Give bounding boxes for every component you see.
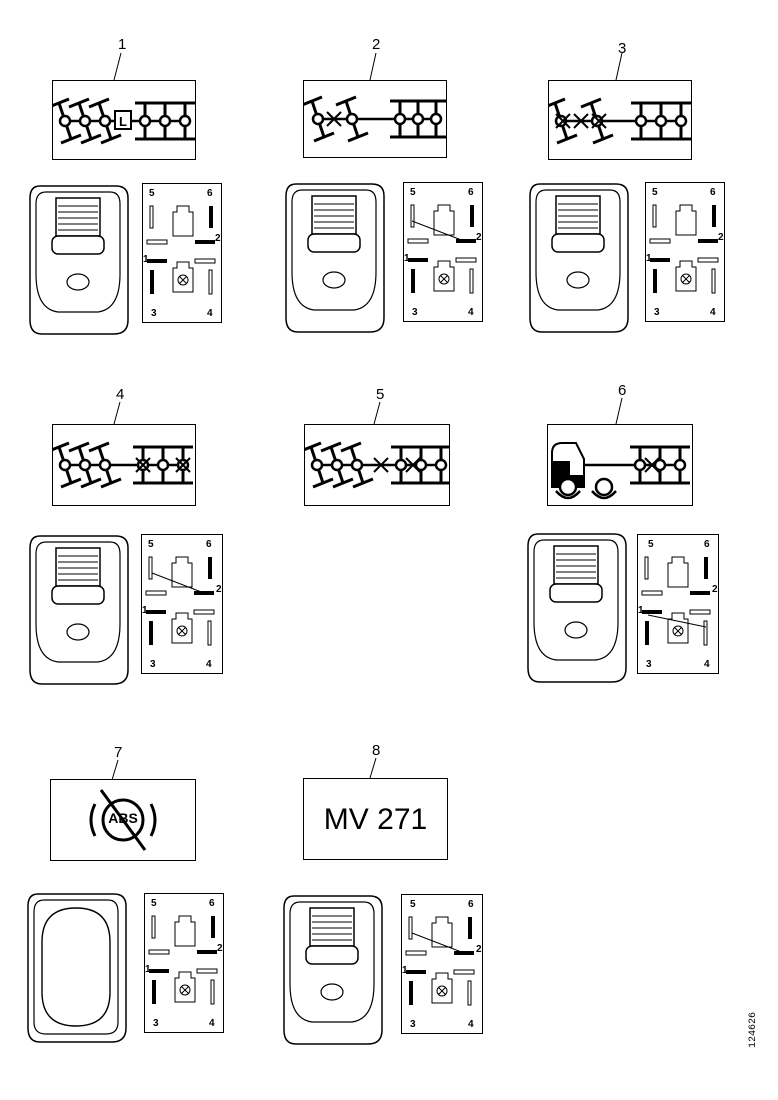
pin-label-4: 4 [207, 308, 213, 319]
pin-label-4: 4 [704, 659, 710, 670]
pin-label-3: 3 [654, 307, 660, 318]
callout-7: 7 [114, 744, 123, 761]
axle-diff-lock-symbol-icon [300, 95, 448, 143]
callout-6: 6 [618, 382, 627, 399]
axle-lift-symbol-icon: L [47, 97, 197, 145]
pin-label-6: 6 [209, 898, 215, 909]
pin-diagram-3: 5 6 2 1 3 4 [645, 182, 725, 322]
pin-label-4: 4 [209, 1018, 215, 1029]
callout-3: 3 [618, 40, 627, 57]
symbol-label-4 [47, 424, 196, 506]
rocker-switch-4 [29, 535, 129, 685]
pin-label-2: 2 [217, 943, 223, 954]
callout-4: 4 [116, 386, 125, 403]
pin-label-6: 6 [710, 187, 716, 198]
pin-label-2: 2 [476, 232, 482, 243]
pin-label-5: 5 [149, 188, 155, 199]
callout-2: 2 [372, 36, 381, 53]
blank-switch-7 [27, 893, 127, 1043]
pin-label-1: 1 [638, 605, 644, 616]
pin-label-3: 3 [151, 308, 157, 319]
pin-label-6: 6 [207, 188, 213, 199]
pin-label-3: 3 [153, 1018, 159, 1029]
rocker-switch-3 [529, 183, 629, 333]
pin-label-4: 4 [468, 307, 474, 318]
pin-diagram-8: 5 6 2 1 3 4 [401, 894, 483, 1034]
pin-label-5: 5 [151, 898, 157, 909]
pin-label-5: 5 [652, 187, 658, 198]
symbol-label-8: MV 271 [303, 778, 448, 860]
pin-label-3: 3 [412, 307, 418, 318]
drawing-number: 124626 [748, 1011, 759, 1048]
pin-label-2: 2 [718, 232, 724, 243]
pin-label-3: 3 [646, 659, 652, 670]
pin-label-2: 2 [476, 944, 482, 955]
svg-text:L: L [119, 114, 127, 129]
pin-label-1: 1 [402, 965, 408, 976]
pin-label-1: 1 [404, 253, 410, 264]
pin-diagram-2: 5 6 2 1 3 4 [403, 182, 483, 322]
rocker-switch-2 [285, 183, 385, 333]
callout-1: 1 [118, 36, 127, 53]
pin-label-4: 4 [710, 307, 716, 318]
all-axle-diff-lock-symbol-icon [299, 441, 453, 489]
abs-text: ABS [108, 810, 138, 826]
rear-axle-diff-lock-symbol-icon [47, 441, 195, 489]
pin-diagram-6: 5 6 2 1 3 4 [637, 534, 719, 674]
pin-label-1: 1 [143, 254, 149, 265]
abs-disabled-icon [89, 789, 157, 851]
pin-label-2: 2 [216, 584, 222, 595]
pin-label-2: 2 [712, 584, 718, 595]
rocker-switch-6 [527, 533, 627, 683]
truck-traction-symbol-icon [551, 442, 692, 500]
rocker-switch-8 [283, 895, 383, 1045]
pin-label-5: 5 [410, 187, 416, 198]
pin-label-4: 4 [468, 1019, 474, 1030]
symbol-label-5 [299, 424, 453, 506]
pin-label-1: 1 [142, 605, 148, 616]
symbol-label-7: ABS [50, 779, 196, 861]
symbol-label-3 [543, 80, 693, 160]
pin-label-6: 6 [468, 187, 474, 198]
axle-diff-lock-double-symbol-icon [543, 97, 693, 145]
pin-label-6: 6 [206, 539, 212, 550]
model-text: MV 271 [323, 803, 428, 836]
pin-diagram-4: 5 6 2 1 3 4 [141, 534, 223, 674]
pin-label-6: 6 [468, 899, 474, 910]
symbol-label-1: L [47, 80, 197, 160]
pin-label-3: 3 [150, 659, 156, 670]
callout-8: 8 [372, 742, 381, 759]
pin-label-1: 1 [646, 253, 652, 264]
pin-label-5: 5 [148, 539, 154, 550]
pin-label-1: 1 [145, 964, 151, 975]
pin-label-6: 6 [704, 539, 710, 550]
symbol-label-2 [300, 80, 448, 158]
rocker-switch-1 [29, 185, 129, 335]
pin-label-5: 5 [410, 899, 416, 910]
callout-5: 5 [376, 386, 385, 403]
pin-diagram-7: 5 6 2 1 3 4 [144, 893, 224, 1033]
pin-label-5: 5 [648, 539, 654, 550]
symbol-label-6 [547, 424, 693, 506]
pin-label-3: 3 [410, 1019, 416, 1030]
pin-diagram-1: 5 6 2 1 3 4 [142, 183, 222, 323]
pin-label-4: 4 [206, 659, 212, 670]
pin-label-2: 2 [215, 233, 221, 244]
